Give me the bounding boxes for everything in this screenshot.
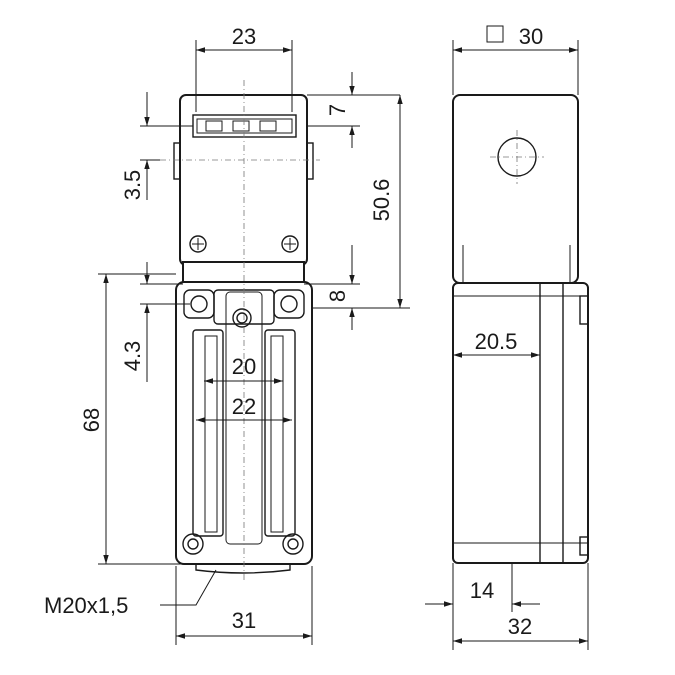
dim-front-body-height: 68 xyxy=(79,408,104,432)
dim-side-bottom-offset: 14 xyxy=(470,578,494,603)
head-screw-right-icon xyxy=(281,235,299,253)
square-icon xyxy=(486,25,504,43)
dim-front-outer-slot-width: 22 xyxy=(232,394,256,419)
dim-front-hole-offset: 4.3 xyxy=(120,341,145,372)
actuator-hole xyxy=(497,137,537,177)
dim-front-slot-height: 7 xyxy=(325,104,350,116)
dim-side-depth: 20.5 xyxy=(475,329,518,354)
dim-front-inner-width: 20 xyxy=(232,354,256,379)
dim-side-square: 30 xyxy=(519,24,543,49)
dim-side-width-bottom: 32 xyxy=(508,614,532,639)
side-dimensions: 30 20.5 14 32 xyxy=(425,24,589,650)
side-view xyxy=(452,94,589,564)
dim-front-head-height: 50.6 xyxy=(369,179,394,222)
bottom-screw-left-icon xyxy=(182,533,204,555)
thread-stub xyxy=(195,564,291,574)
center-screw-icon xyxy=(232,308,252,328)
side-body xyxy=(452,282,589,564)
dim-front-screw-offset: 3.5 xyxy=(120,170,145,201)
dim-front-width-bottom: 31 xyxy=(232,608,256,633)
dim-front-width-top: 23 xyxy=(232,24,256,49)
dim-front-step: 8 xyxy=(325,290,350,302)
head-screw-left-icon xyxy=(189,235,207,253)
thread-label: M20x1,5 xyxy=(44,593,128,618)
front-dimensions: 23 7 50.6 8 3.5 4.3 68 20 xyxy=(44,24,410,645)
bottom-screw-right-icon xyxy=(282,533,304,555)
front-view xyxy=(160,80,320,580)
side-head xyxy=(452,94,579,284)
